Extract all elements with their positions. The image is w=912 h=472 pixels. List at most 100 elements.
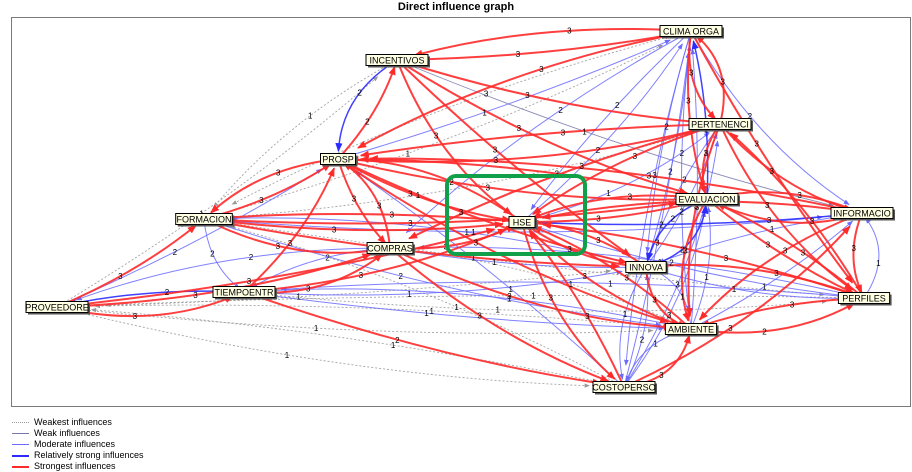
edge-clima-to-hse [530,30,692,211]
edge-pert-to-hse [532,123,721,215]
edge-weight-label: 1 [391,341,396,350]
edge-compras-to-prov [75,247,391,301]
edge-weight-label: 2 [210,249,215,258]
edge-weight-label: 3 [683,246,688,255]
edge-pert-to-amb [685,123,721,318]
edge-prosp-to-hse [337,158,512,223]
edge-form-to-info [203,215,824,233]
edge-incent-to-clima [396,32,675,61]
node-box [320,153,356,165]
edge-hse-to-clima [521,43,683,223]
legend-swatch-relatively-strong [12,455,29,457]
edge-weight-label: 2 [668,168,673,177]
edge-weight-label: 3 [797,191,802,200]
edge-prov-to-hse [56,227,496,308]
node-prov[interactable]: PROVEEDORE [25,301,90,315]
node-box [625,261,667,273]
edge-weight-label: 3 [434,132,439,141]
edge-hse-to-form [222,212,523,223]
node-tiempo[interactable]: TIEMPOENTR [212,286,277,300]
edge-clima-to-form [231,30,692,205]
node-amb[interactable]: AMBIENTE [664,323,719,337]
legend-label-weakest: Weakest influences [34,417,112,427]
edge-incent-to-form [213,59,398,208]
edge-weight-label: 1 [495,306,500,315]
edge-weight-label: 1 [308,112,313,121]
edge-weight-label: 3 [774,269,779,278]
edge-weight-label: 2 [682,176,687,185]
edge-costo-to-eval [623,210,707,388]
edge-weight-label: 3 [655,238,660,247]
edge-weight-label: 3 [585,312,590,321]
node-box [508,216,536,228]
edge-hse-to-info [521,212,843,226]
edge-weight-label: 3 [810,217,815,226]
edge-weight-label: 2 [165,288,170,297]
edge-weight-label: 1 [482,108,487,117]
node-clima[interactable]: CLIMA ORGA [659,25,724,39]
edge-weight-label: 3 [596,215,601,224]
node-costo[interactable]: COSTOPERSO [592,381,657,395]
edge-weight-label: 2 [249,253,254,262]
edge-weight-label: 1 [569,280,574,289]
edge-weight-label: 3 [628,192,633,201]
node-label: TIEMPOENTR [214,288,274,298]
node-hse[interactable]: HSE [508,216,537,230]
edge-clima-to-perf [690,30,854,284]
edge-weight-label: 3 [694,202,699,211]
edge-costo-to-form [229,225,625,388]
node-label: COMPRAS [367,244,413,254]
edge-weight-label: 3 [377,201,382,210]
node-innova[interactable]: INNOVA [625,261,669,275]
influence-graph: 1111111113111111121221112221122222231112… [25,25,895,395]
edge-weight-label: 3 [525,91,530,100]
edge-weight-label: 3 [579,162,584,171]
node-incent[interactable]: INCENTIVOS [365,54,430,68]
edge-weight-label: 2 [640,336,645,345]
edge-weight-label: 3 [288,239,293,248]
node-label: CLIMA ORGA [663,27,719,37]
edge-costo-to-clima [623,52,691,388]
node-box [366,242,414,254]
node-eval[interactable]: EVALUACION [675,193,740,207]
edge-perf-to-eval [716,202,865,299]
edge-costo-to-prov [90,307,625,388]
edge-weight-label: 1 [680,292,685,301]
legend-label-weak: Weak influences [34,428,100,438]
node-perf[interactable]: PERFILES [837,292,892,306]
edge-weight-label: 3 [484,90,489,99]
graph-title: Direct influence graph [397,1,515,13]
edge-weight-label: 2 [664,123,669,132]
edge-weight-label: 3 [352,195,357,204]
edge-weight-label: 3 [247,277,252,286]
node-info[interactable]: INFORMACIO [830,207,895,221]
edge-weight-label: 2 [659,220,664,229]
node-prosp[interactable]: PROSP [320,153,358,167]
edge-clima-to-info [690,30,850,205]
edge-weight-label: 3 [259,196,264,205]
edge-weight-label: 1 [424,309,429,318]
node-label: INFORMACIO [833,209,891,219]
edge-weight-label: 2 [449,178,454,187]
edge-weight-label: 1 [582,127,587,136]
edge-perf-to-prov [104,295,865,307]
edge-weight-label: 3 [539,65,544,74]
edge-hse-to-eval [521,200,697,224]
node-compras[interactable]: COMPRAS [366,242,415,256]
edge-weight-label: 1 [732,285,737,294]
edge-form-to-clima [203,44,664,220]
edge-weight-label: 3 [276,168,281,177]
node-form[interactable]: FORMACION [175,213,235,227]
edge-weight-label: 3 [567,27,572,36]
node-label: EVALUACION [678,195,735,205]
edge-weight-label: 2 [365,118,370,127]
edge-weight-label: 3 [724,254,729,263]
node-pert[interactable]: PERTENENCI [688,118,753,132]
node-box [675,193,739,205]
edge-weight-label: 2 [615,101,620,110]
edge-weight-label: 3 [647,172,652,181]
edge-weight-label: 1 [608,279,613,288]
edge-info-to-prosp [368,154,863,214]
edge-weight-label: 3 [408,190,413,199]
edge-weight-label: 1 [508,285,513,294]
